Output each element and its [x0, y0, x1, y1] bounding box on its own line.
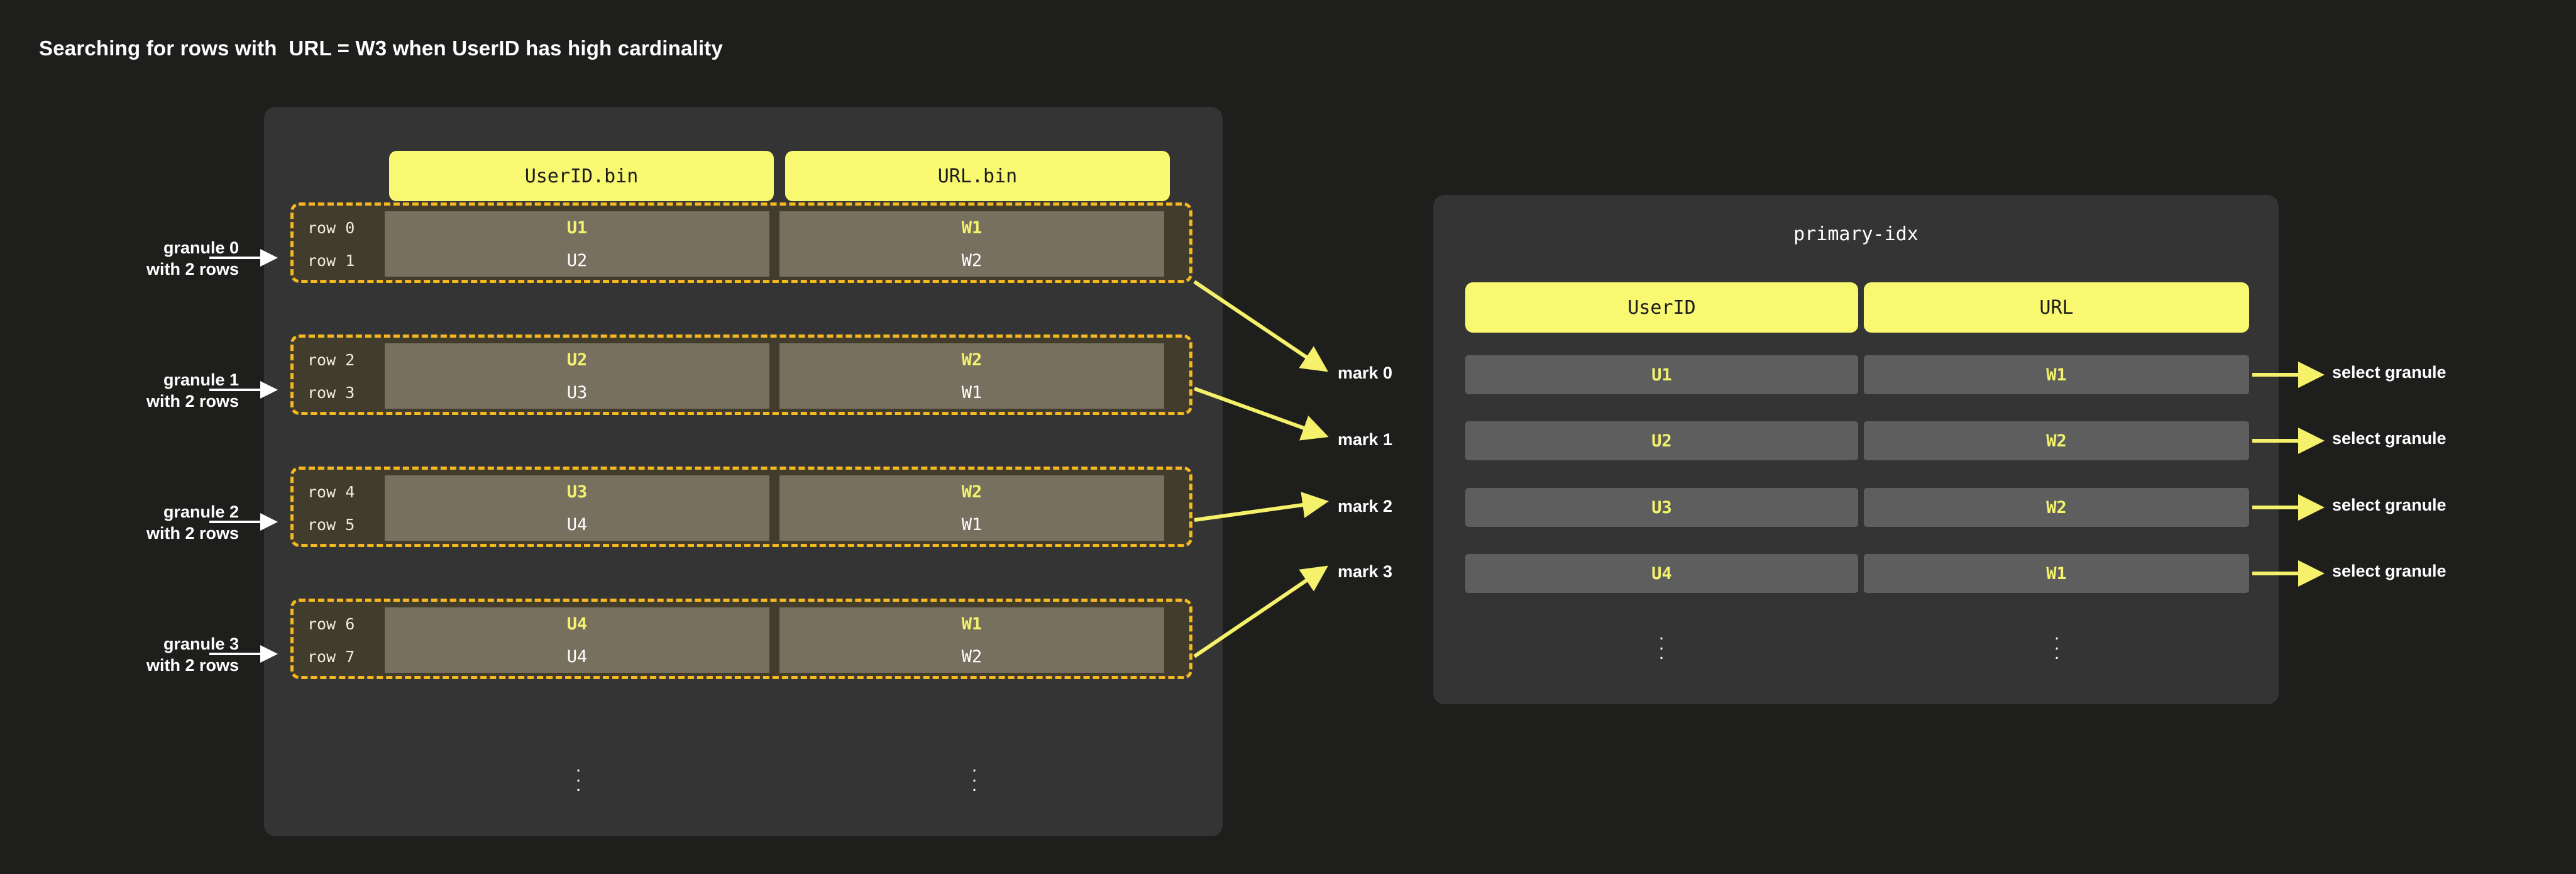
index-cell-userid: U2 — [1465, 421, 1858, 460]
index-cell-url: W1 — [1864, 355, 2249, 394]
cell-url: W2 — [779, 640, 1164, 673]
granule-1[interactable]: row 2 U2 W2 row 3 U3 W1 — [290, 335, 1192, 415]
dot: . — [971, 755, 977, 776]
table-row: row 5 U4 W1 — [294, 508, 1189, 541]
cell-url: W1 — [779, 376, 1164, 409]
granule-3-label: granule 3 with 2 rows — [146, 634, 239, 675]
index-cell-userid: U4 — [1465, 554, 1858, 593]
row-label: row 0 — [307, 218, 355, 237]
dot: . — [575, 775, 581, 796]
index-column-header-userid: UserID — [1465, 282, 1858, 333]
cell-userid: U2 — [385, 244, 769, 277]
dot: . — [1658, 643, 1665, 664]
granule-1-label: granule 1 with 2 rows — [146, 370, 239, 411]
ellipsis-userid-bin: ... — [572, 755, 585, 796]
table-row: row 7 U4 W2 — [294, 640, 1189, 673]
granule-2[interactable]: row 4 U3 W2 row 5 U4 W1 — [290, 467, 1192, 547]
dot: . — [971, 775, 977, 796]
table-row: row 6 U4 W1 — [294, 607, 1189, 640]
cell-userid: U3 — [385, 475, 769, 508]
table-row: row 3 U3 W1 — [294, 376, 1189, 409]
index-row[interactable]: U3 W2 — [1465, 488, 2249, 527]
row-label: row 7 — [307, 647, 355, 666]
mark-1-label: mark 1 — [1338, 430, 1393, 449]
row-label: row 6 — [307, 614, 355, 633]
dot: . — [971, 765, 977, 786]
index-column-header-url: URL — [1864, 282, 2249, 333]
table-row: row 4 U3 W2 — [294, 475, 1189, 508]
row-label: row 1 — [307, 251, 355, 270]
index-cell-userid: U1 — [1465, 355, 1858, 394]
select-granule-label-2: select granule — [2332, 495, 2447, 514]
granule-2-label: granule 2 with 2 rows — [146, 502, 239, 543]
cell-url: W1 — [779, 211, 1164, 244]
page-title: Searching for rows with URL = W3 when Us… — [39, 36, 724, 60]
mark-2-label: mark 2 — [1338, 497, 1393, 516]
cell-userid: U4 — [385, 607, 769, 640]
granule-3[interactable]: row 6 U4 W1 row 7 U4 W2 — [290, 599, 1192, 679]
dot: . — [1658, 623, 1665, 644]
cell-userid: U3 — [385, 376, 769, 409]
dot: . — [575, 755, 581, 776]
primary-index-title: primary-idx — [1793, 223, 1918, 245]
column-header-url-bin: URL.bin — [785, 151, 1170, 201]
select-granule-label-1: select granule — [2332, 429, 2447, 448]
index-cell-url: W1 — [1864, 554, 2249, 593]
cell-url: W2 — [779, 244, 1164, 277]
cell-url: W2 — [779, 475, 1164, 508]
table-row: row 1 U2 W2 — [294, 244, 1189, 277]
cell-url: W1 — [779, 508, 1164, 541]
index-cell-url: W2 — [1864, 488, 2249, 527]
mark-0-label: mark 0 — [1338, 363, 1393, 382]
index-row[interactable]: U2 W2 — [1465, 421, 2249, 460]
select-granule-label-0: select granule — [2332, 363, 2447, 382]
table-row: row 2 U2 W2 — [294, 343, 1189, 376]
index-row[interactable]: U1 W1 — [1465, 355, 2249, 394]
granule-0-label: granule 0 with 2 rows — [146, 238, 239, 279]
table-row: row 0 U1 W1 — [294, 211, 1189, 244]
select-granule-label-3: select granule — [2332, 561, 2447, 580]
row-label: row 2 — [307, 350, 355, 369]
row-label: row 4 — [307, 482, 355, 501]
dot: . — [575, 765, 581, 786]
ellipsis-index-userid: ... — [1655, 623, 1668, 664]
dot: . — [2054, 643, 2060, 664]
dot: . — [2054, 633, 2060, 654]
cell-url: W1 — [779, 607, 1164, 640]
row-label: row 5 — [307, 515, 355, 534]
row-label: row 3 — [307, 383, 355, 402]
index-cell-userid: U3 — [1465, 488, 1858, 527]
cell-url: W2 — [779, 343, 1164, 376]
dot: . — [1658, 633, 1665, 654]
cell-userid: U4 — [385, 640, 769, 673]
column-header-userid-bin: UserID.bin — [389, 151, 774, 201]
cell-userid: U1 — [385, 211, 769, 244]
cell-userid: U2 — [385, 343, 769, 376]
index-cell-url: W2 — [1864, 421, 2249, 460]
dot: . — [2054, 623, 2060, 644]
index-row[interactable]: U4 W1 — [1465, 554, 2249, 593]
ellipsis-url-bin: ... — [968, 755, 981, 796]
granule-0[interactable]: row 0 U1 W1 row 1 U2 W2 — [290, 202, 1192, 283]
mark-3-label: mark 3 — [1338, 562, 1393, 581]
cell-userid: U4 — [385, 508, 769, 541]
ellipsis-index-url: ... — [2050, 623, 2063, 664]
